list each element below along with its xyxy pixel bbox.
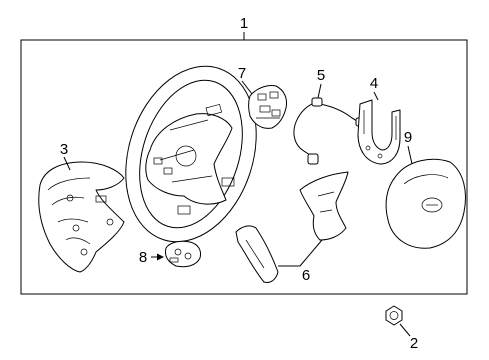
- leader-3: [63, 156, 71, 171]
- wiring-harness-part: [293, 97, 367, 165]
- leader-5: [317, 83, 322, 99]
- leader-2: [399, 323, 411, 337]
- callout-8: 8: [139, 249, 147, 266]
- leader-9: [407, 145, 413, 165]
- callout-7: 7: [238, 65, 246, 82]
- leader-4: [373, 91, 379, 101]
- airbag-module-part: [385, 158, 466, 249]
- callout-4: 4: [370, 75, 378, 92]
- callout-2: 2: [410, 335, 418, 352]
- steering-wheel-part: [125, 65, 257, 243]
- callout-1: 1: [240, 15, 248, 32]
- callout-6: 6: [302, 267, 310, 284]
- clockspring-coil-part: [357, 99, 401, 165]
- trim-bezel-part: [235, 171, 349, 283]
- switch-module-part: [248, 85, 287, 129]
- callout-3: 3: [60, 141, 68, 158]
- callout-5: 5: [317, 67, 325, 84]
- leader-6b: [299, 239, 323, 267]
- nut-part: [385, 305, 403, 326]
- lower-trim-cover-part: [38, 161, 125, 273]
- leader-7: [241, 80, 253, 95]
- small-switch-part: [165, 240, 201, 268]
- callout-9: 9: [404, 129, 412, 146]
